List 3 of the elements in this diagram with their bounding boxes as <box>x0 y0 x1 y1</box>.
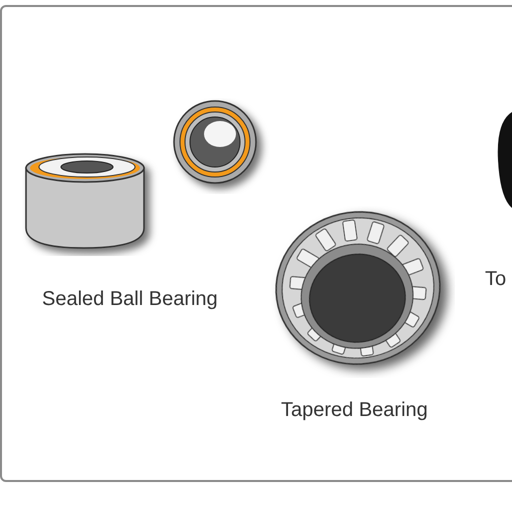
part-label: Sealed Ball Bearing <box>42 287 218 312</box>
part-label: Tapered Bearing <box>281 398 428 423</box>
part-label: To <box>485 267 506 292</box>
